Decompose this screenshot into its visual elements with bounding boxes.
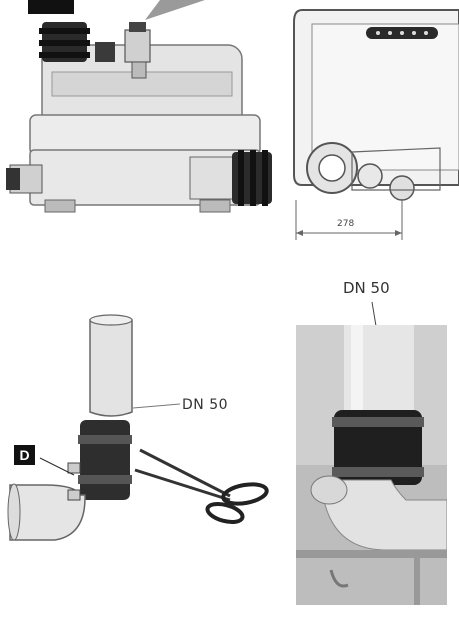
pipe-connection-photo [296,300,447,605]
pump-side-view-illustration [0,0,290,235]
pipe-size-label-left: DN 50 [182,397,229,413]
pipe-clamp-illustration [0,300,290,560]
pipe-size-label-right: DN 50 [343,279,390,297]
pump-top-view-illustration [290,0,459,245]
dimension-label: 278 [337,219,355,229]
step-badge: D [14,445,35,465]
